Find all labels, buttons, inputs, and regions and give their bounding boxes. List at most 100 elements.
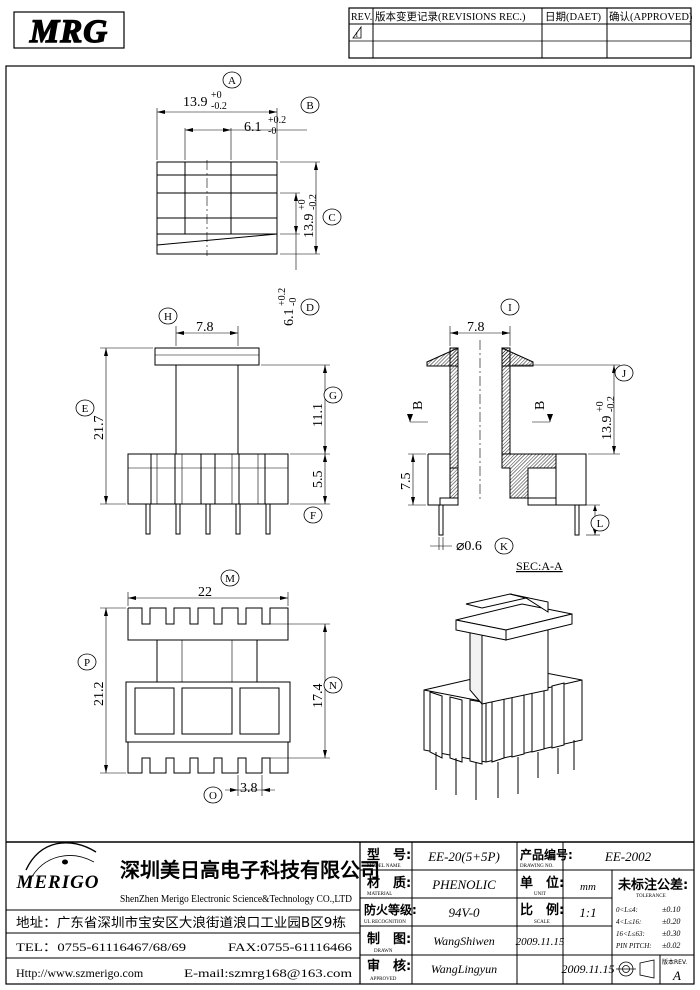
model-label: 型 号:	[367, 847, 411, 863]
company-fax: FAX:0755-61116466	[228, 940, 352, 954]
section-mark-b-right: B	[533, 401, 548, 410]
company-name-en: ShenZhen Merigo Electronic Science&Techn…	[120, 893, 352, 905]
bottom-view	[100, 592, 330, 796]
svg-text:I: I	[508, 302, 512, 314]
callout-h: H	[158, 307, 178, 325]
callout-m: M	[220, 569, 240, 587]
dim-j-tol-up: +0	[595, 401, 606, 412]
dim-a-tol-dn: -0.2	[211, 101, 227, 112]
ul-sub: UL RECOGNITION	[364, 920, 406, 925]
section-view	[408, 326, 620, 550]
callout-f: F	[303, 506, 323, 524]
dim-a-value: 13.9	[183, 95, 208, 110]
dim-c-tol-up: +0	[297, 199, 308, 210]
dim-d-value: 6.1	[282, 309, 297, 327]
dim-i-value: 7.8	[467, 320, 485, 335]
drawn-label: 制 图:	[367, 931, 411, 947]
dim-b-tol-up: +0.2	[268, 115, 286, 126]
tol-range-1: 0<L≤4:	[616, 906, 638, 914]
section-mark-b-left: B	[411, 401, 426, 410]
date-col-header: 日期(DAET)	[545, 11, 601, 23]
tol-val-4: ±0.02	[662, 941, 680, 950]
callout-g: G	[323, 386, 343, 404]
callout-o: O	[203, 786, 223, 804]
unit-value: mm	[580, 881, 596, 893]
tol-range-4: PIN PITCH:	[615, 942, 652, 950]
section-view-arrows	[407, 331, 616, 535]
revision-table	[348, 7, 692, 59]
callout-i: I	[500, 298, 520, 316]
top-logo-text: MRG	[29, 14, 108, 50]
material-sub: MATERIAL	[367, 892, 392, 897]
dim-j-tol-dn: -0.2	[606, 396, 617, 412]
dim-h-value: 7.8	[196, 320, 214, 335]
callout-l: L	[590, 514, 610, 532]
unit-label: 单 位:	[520, 875, 564, 891]
bottom-view-arrows	[104, 596, 327, 792]
tol-val-3: ±0.30	[662, 929, 680, 938]
tol-range-3: 16<L≤63:	[616, 930, 645, 938]
drawn-date: 2009.11.15	[516, 936, 565, 948]
rev-label: 版本REV.	[662, 958, 687, 966]
svg-text:G: G	[329, 390, 337, 402]
model-value: EE-20(5+5P)	[427, 849, 500, 864]
svg-text:J: J	[622, 368, 627, 380]
callout-a: A	[222, 71, 242, 89]
isometric-view	[423, 593, 583, 800]
dim-e-value: 21.7	[92, 416, 107, 441]
dim-j-value: 13.9	[600, 416, 615, 441]
svg-text:C: C	[328, 212, 335, 224]
svg-text:P: P	[84, 657, 90, 669]
callout-k: K	[494, 537, 514, 555]
dim-b-tol-dn: -0	[268, 126, 276, 137]
projection-symbol-icon	[616, 959, 655, 979]
scale-value: 1:1	[579, 905, 596, 920]
dim-o-value: 3.8	[240, 781, 258, 796]
tol-val-2: ±0.20	[662, 917, 680, 926]
svg-text:B: B	[306, 100, 313, 112]
dim-g-value: 11.1	[311, 403, 326, 427]
model-sub: MODEL NAME	[367, 864, 401, 869]
dim-m-value: 22	[198, 585, 212, 600]
ul-value: 94V-0	[448, 905, 480, 920]
company-web: Http://www.szmerigo.com	[16, 966, 144, 980]
approved-date: 2009.11.15	[561, 962, 614, 976]
scale-sub: SCALE	[534, 920, 550, 925]
sheet-border	[5, 65, 695, 985]
drawing-no-value: EE-2002	[604, 849, 652, 864]
callout-j: J	[614, 364, 634, 382]
svg-text:A: A	[228, 75, 236, 87]
svg-text:L: L	[597, 518, 604, 530]
dim-b-value: 6.1	[244, 120, 262, 135]
drawing-no-label: 产品编号:	[520, 847, 573, 862]
top-logo: MRG	[13, 11, 125, 51]
material-label: 材 质:	[367, 875, 411, 891]
dim-n-value: 17.4	[311, 684, 326, 709]
svg-text:M: M	[225, 573, 235, 585]
merigo-logo-text: MERIGO	[15, 872, 99, 893]
top-view-arrows	[157, 110, 318, 254]
approved-value: WangLingyun	[431, 962, 497, 976]
svg-text:F: F	[310, 510, 316, 522]
company-address: 地址：广东省深圳市宝安区大浪街道浪口工业园B区9栋	[16, 915, 346, 931]
dim-d-tol-up: +0.2	[277, 288, 288, 306]
dim-k-value: ⌀0.6	[456, 539, 482, 554]
drawn-sub: DRAWN	[374, 949, 393, 954]
title-block-grid	[6, 841, 694, 984]
svg-text:D: D	[306, 302, 314, 314]
drawn-value: WangShiwen	[433, 934, 495, 948]
tolerance-title: 未标注公差:	[617, 877, 688, 893]
dim-a-tol-up: +0	[211, 90, 222, 101]
ul-label: 防火等级:	[364, 902, 417, 917]
section-label: SEC:A-A	[516, 559, 563, 573]
material-value: PHENOLIC	[431, 877, 496, 892]
tolerance-sub: TOLERANCE	[636, 894, 666, 899]
callout-bubbles: A B C D E F G H I J K L M N O P	[75, 71, 634, 804]
unit-sub: UNIT	[534, 892, 546, 897]
approved-label: 审 核:	[367, 958, 411, 974]
dim-d-tol-dn: -0	[288, 298, 299, 306]
front-view-arrows	[104, 331, 327, 504]
drawing-no-sub: DRAWING NO.	[520, 864, 553, 869]
company-name-cn: 深圳美日高电子科技有限公司	[120, 858, 380, 882]
